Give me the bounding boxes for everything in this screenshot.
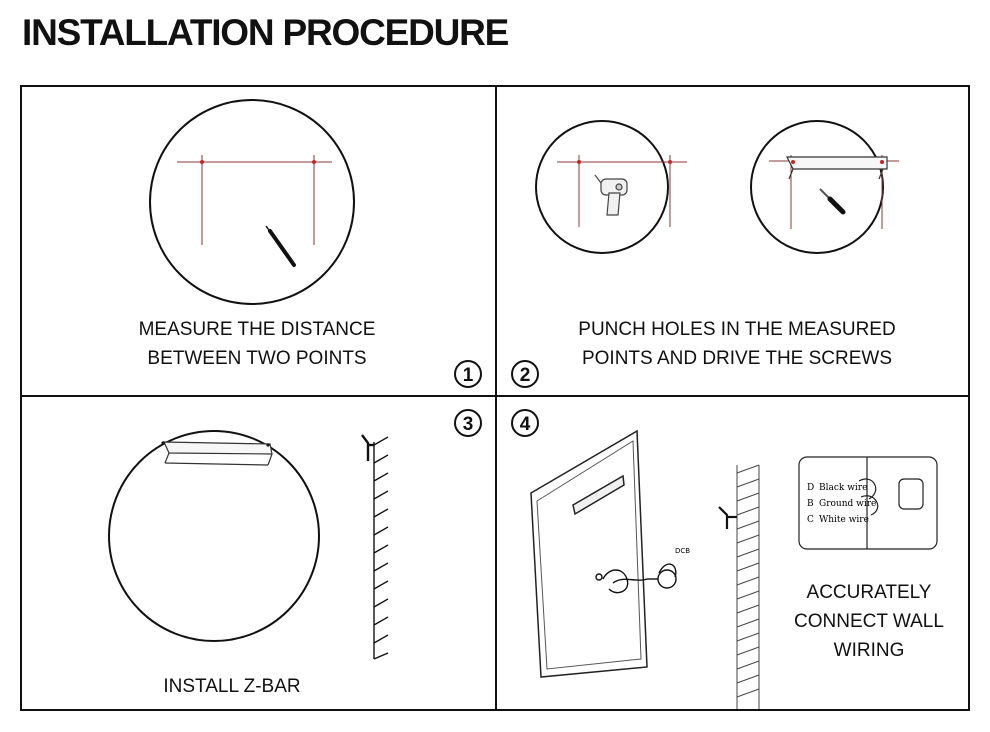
step-3-number-badge: 3: [454, 409, 482, 437]
wall-profile-icon: [361, 434, 389, 660]
page-title: INSTALLATION PROCEDURE: [22, 12, 509, 53]
wire-tag-text: DCB: [675, 547, 690, 555]
step-3-panel: INSTALL Z-BAR 3: [20, 395, 497, 711]
wire-legend-code-3: C: [807, 515, 814, 525]
step-1-caption-line2: BETWEEN TWO POINTS: [147, 348, 367, 369]
measure-point-right: [312, 160, 316, 164]
step-4-caption-line2: CONNECT WALL: [794, 611, 944, 632]
wire-legend-label-1: Black wire: [819, 483, 867, 493]
step-2-caption: PUNCH HOLES IN THE MEASURED POINTS AND D…: [537, 315, 937, 373]
drill-icon: [594, 174, 628, 216]
z-bar-bracket-icon: [786, 156, 888, 180]
wire-connector-icon: [595, 563, 677, 594]
wiring-illustration: D CB: [530, 429, 938, 709]
measure-point-left: [200, 160, 204, 164]
pencil-icon: [265, 225, 296, 267]
step-2-caption-line2: POINTS AND DRIVE THE SCREWS: [581, 348, 893, 369]
step-4-caption: ACCURATELY CONNECT WALL WIRING: [779, 578, 959, 665]
junction-box-diagram: [798, 456, 938, 550]
wire-legend-code-1: D: [807, 483, 814, 493]
step-3-caption: INSTALL Z-BAR: [163, 676, 301, 697]
wire-legend-label-3: White wire: [819, 515, 869, 525]
step-4-number-badge: 4: [511, 409, 539, 437]
step-4-caption-line1: ACCURATELY: [806, 582, 932, 603]
screwdriver-icon: [819, 188, 846, 215]
measure-illustration: [149, 99, 355, 305]
z-bar-icon: [163, 441, 273, 466]
step-1-number-badge: 1: [454, 360, 482, 388]
drill-screw-illustration: [535, 120, 899, 254]
step-1-panel: MEASURE THE DISTANCE BETWEEN TWO POINTS …: [20, 85, 497, 397]
step-1-caption-line1: MEASURE THE DISTANCE: [138, 319, 376, 340]
step-2-panel: PUNCH HOLES IN THE MEASURED POINTS AND D…: [495, 85, 970, 397]
step-4-panel: D CB: [495, 395, 970, 711]
step-4-caption-line3: WIRING: [833, 640, 905, 661]
z-bar-install-illustration: [108, 430, 389, 660]
step-2-number-badge: 2: [511, 360, 539, 388]
hatched-wall-icon: [718, 464, 760, 709]
wire-legend-code-2: B: [807, 499, 814, 509]
mirror-icon: [530, 429, 648, 678]
step-2-caption-line1: PUNCH HOLES IN THE MEASURED: [578, 319, 896, 340]
step-1-caption: MEASURE THE DISTANCE BETWEEN TWO POINTS: [82, 315, 432, 373]
wire-legend-label-2: Ground wire: [819, 499, 876, 509]
